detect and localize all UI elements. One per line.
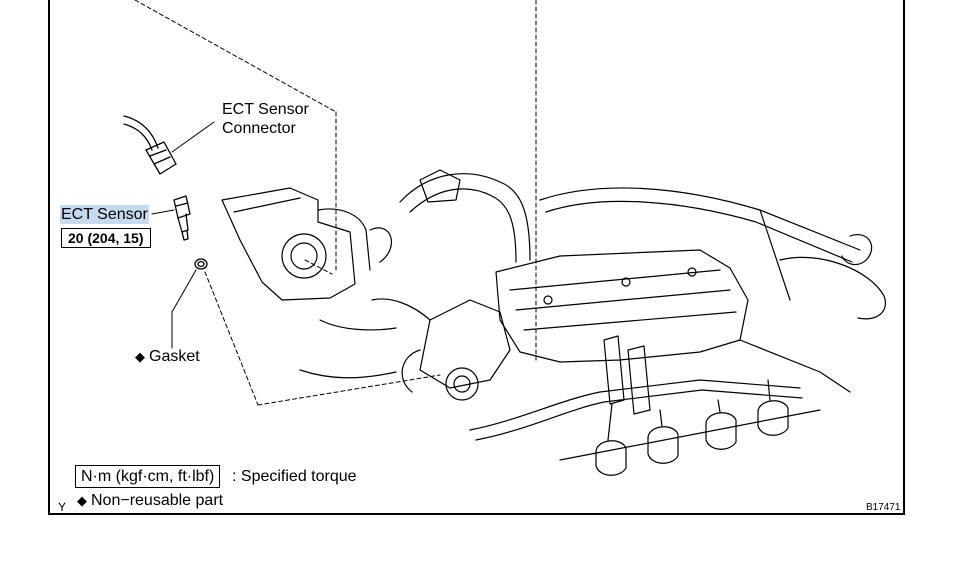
- legend-unit-box: N·m (kgf·cm, ft·lbf): [75, 465, 221, 488]
- gasket-label: ◆ Gasket: [135, 347, 200, 366]
- torque-spec-box: 20 (204, 15): [61, 228, 151, 248]
- connector-label-line2: Connector: [222, 120, 296, 137]
- diamond-icon: ◆: [135, 349, 145, 364]
- figure-code: B17471: [866, 502, 901, 513]
- engine-block-drawing: [221, 169, 886, 476]
- ect-sensor-drawing: [151, 195, 191, 241]
- legend-nonreusable: ◆ Non−reusable part: [77, 491, 223, 510]
- gasket-label-text: Gasket: [149, 348, 200, 365]
- connector-label-line1: ECT Sensor: [222, 101, 309, 118]
- corner-mark: Y: [58, 500, 67, 514]
- ignition-coils-drawing: [595, 335, 789, 476]
- diagram-frame: [48, 0, 905, 515]
- legend-nonreusable-text: Non−reusable part: [91, 492, 224, 509]
- dashed-leader-lines: [134, 0, 537, 406]
- gasket-drawing: [171, 258, 208, 349]
- diamond-icon: ◆: [77, 493, 87, 508]
- connector-drawing: [123, 115, 215, 175]
- ect-sensor-label: ECT Sensor: [60, 205, 149, 224]
- legend-unit-text: : Specified torque: [232, 468, 357, 485]
